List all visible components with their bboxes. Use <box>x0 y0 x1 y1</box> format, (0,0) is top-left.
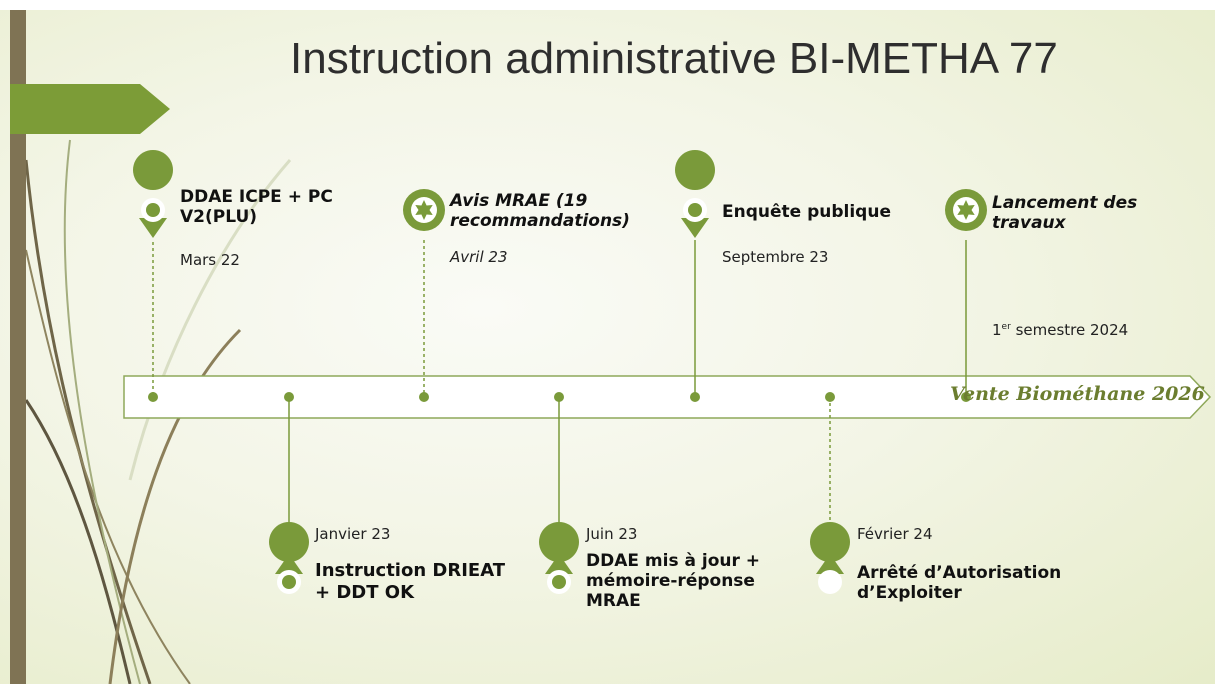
milestone-label-avis-mrae: Avis MRAE (19 recommandations) <box>450 191 630 231</box>
timeline-dot <box>284 392 294 402</box>
timeline-dot <box>961 392 971 402</box>
milestone-label-instruction: Instruction DRIEAT + DDT OK <box>315 560 506 603</box>
seal-badge-icon <box>945 189 987 231</box>
timeline-dot <box>825 392 835 402</box>
milestone-date-avril23: Avril 23 <box>450 248 508 266</box>
milestone-label-ddae-maj: DDAE mis à jour + mémoire-réponse MRAE <box>586 551 761 611</box>
timeline-dot <box>690 392 700 402</box>
location-pin-icon <box>269 522 310 594</box>
arrow-tab-shape <box>10 84 170 134</box>
milestone-date-fev24: Février 24 <box>857 525 933 543</box>
location-pin-icon <box>539 522 580 594</box>
milestone-date-2024: 1er semestre 2024 <box>992 321 1129 339</box>
milestone-date-juin23: Juin 23 <box>586 525 638 543</box>
timeline-dot <box>148 392 158 402</box>
milestone-label-enquete: Enquête publique <box>722 202 891 222</box>
location-pin-icon <box>810 522 851 594</box>
page-top-margin <box>0 0 1215 10</box>
milestone-date-janv23: Janvier 23 <box>315 525 391 543</box>
left-accent-bar <box>10 10 26 684</box>
milestone-label-arrete: Arrêté d’Autorisation d’Exploiter <box>857 563 1062 603</box>
milestone-date-sept23: Septembre 23 <box>722 248 829 266</box>
timeline-dot <box>554 392 564 402</box>
page-title: Instruction administrative BI-METHA 77 <box>290 34 1058 83</box>
timeline-dot <box>419 392 429 402</box>
location-pin-icon <box>675 150 716 238</box>
timeline-arrow <box>123 375 1212 419</box>
location-pin-icon <box>133 150 174 238</box>
seal-badge-icon <box>403 189 445 231</box>
milestone-label-lancement: Lancement des travaux <box>992 193 1138 233</box>
milestone-label-ddae-icpe: DDAE ICPE + PC V2(PLU) <box>180 187 333 227</box>
end-label: Vente Biométhane 2026 <box>950 383 1205 405</box>
grass-decoration <box>24 139 292 684</box>
milestone-date-mars22: Mars 22 <box>180 251 240 269</box>
